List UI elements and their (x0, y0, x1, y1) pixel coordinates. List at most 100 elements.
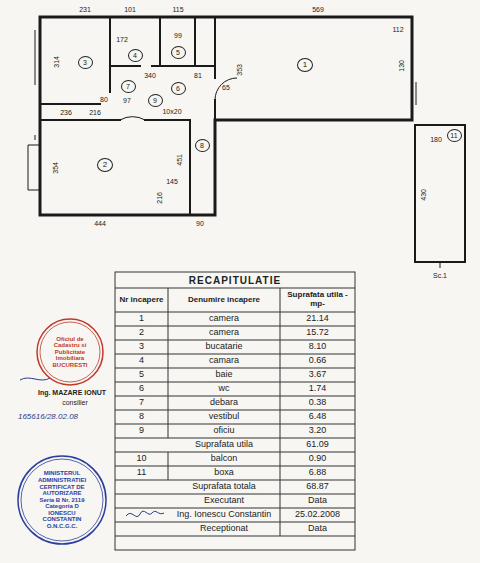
room-number: 7 (121, 80, 136, 93)
table-cell: Executant (204, 496, 244, 506)
table-cell: camara (209, 356, 239, 366)
dimension-label: 80 (100, 96, 108, 104)
table-cell: boxa (214, 468, 234, 478)
dimension-label: 101 (124, 6, 136, 14)
table-cell: vestibul (209, 412, 240, 422)
dimension-label: 115 (172, 6, 183, 14)
table-cell: 9 (139, 426, 144, 436)
table-cell: 25.02.2008 (295, 510, 340, 520)
stamp-text: Seria B Nr. 2119 (39, 497, 84, 504)
room-number: 6 (171, 82, 186, 95)
table-cell: camera (209, 328, 239, 338)
room-number: 9 (148, 94, 163, 107)
stamp: MINISTERUL ADMINISTRATIEICERTIFICAT DE A… (17, 455, 107, 545)
outer-wall (40, 17, 412, 215)
dimension-label: 354 (52, 162, 60, 174)
table-header: Denumire incapere (174, 296, 274, 305)
table-cell: oficiu (213, 426, 234, 436)
stamp-note: consilier (62, 399, 88, 407)
table-cell: 0.90 (309, 454, 327, 464)
dimension-label: 444 (94, 220, 106, 228)
dimension-label: 353 (236, 64, 244, 76)
table-cell: 1.74 (309, 384, 327, 394)
table-cell: Data (308, 496, 327, 506)
table-cell: 0.66 (309, 356, 327, 366)
table-cell: 6.88 (309, 468, 327, 478)
table-cell: bucatarie (205, 342, 242, 352)
dimension-label: 10x20 (162, 108, 181, 116)
table-cell: 8.10 (309, 342, 327, 352)
table-cell: 6 (139, 384, 144, 394)
leader-line (440, 262, 441, 268)
table-cell: Data (308, 524, 327, 534)
stamp: Oficiul de Cadastru si Publicitate Imobi… (36, 318, 104, 386)
dimension-label: 314 (53, 56, 61, 68)
table-cell: 10 (136, 454, 146, 464)
stamp-note: Ing. MAZARE IONUT (38, 389, 106, 397)
dimension-label: 430 (420, 189, 428, 201)
table-header: Suprafata utila -mp- (285, 291, 351, 309)
table-cell: Suprafata utila (195, 440, 253, 450)
stamp-text: Oficiul de Cadastru si Publicitate Imobi… (46, 336, 94, 362)
table-title: RECAPITULATIE (189, 275, 281, 286)
table-cell: 0.38 (309, 398, 327, 408)
signature (20, 378, 50, 380)
room-number: 4 (128, 49, 143, 62)
table-cell: baie (215, 370, 232, 380)
stamp-text: IONESCU CONSTANTIN (31, 510, 94, 523)
table-cell: 7 (139, 398, 144, 408)
table-cell: balcon (211, 454, 238, 464)
dimension-label: 97 (123, 97, 131, 105)
table-cell: 8 (139, 412, 144, 422)
dimension-label: 451 (176, 154, 184, 166)
dimension-label: 99 (174, 32, 182, 40)
room-number: 2 (97, 158, 113, 172)
table-cell: 21.14 (306, 314, 329, 324)
table-header: Nr incapere (118, 296, 166, 305)
table-cell: debara (210, 398, 238, 408)
table-cell: 5 (139, 370, 144, 380)
stamp-text: O.N.C.G.C. (47, 523, 78, 530)
stamp-text: CERTIFICAT DE AUTORIZARE (31, 484, 94, 497)
room-number: 11 (447, 129, 462, 142)
stamp-text: BUCURESTI (52, 362, 87, 369)
table-cell: 68.87 (306, 482, 329, 492)
table-cell: 6.48 (309, 412, 327, 422)
dimension-label: 236 (60, 109, 72, 117)
table-cell: 3.67 (309, 370, 327, 380)
dimension-label: 231 (79, 6, 91, 14)
door-swing (215, 78, 237, 100)
dimension-label: 180 (430, 136, 442, 144)
door-swing (120, 117, 145, 120)
dimension-label: 130 (398, 60, 406, 72)
table-cell: 1 (139, 314, 144, 324)
table-cell: Suprafata totala (192, 482, 256, 492)
stamp-text: MINISTERUL ADMINISTRATIEI (31, 470, 94, 483)
dimension-label: 569 (312, 6, 324, 14)
dimension-label: 65 (222, 84, 230, 92)
table-cell: Ing. Ionescu Constantin (177, 510, 272, 520)
dimension-label: 340 (144, 72, 156, 80)
room-number: 1 (297, 58, 313, 72)
dimension-label: Sc.1 (433, 272, 447, 280)
dimension-label: 90 (196, 220, 204, 228)
table-cell: 11 (137, 468, 146, 478)
table-cell: 61.09 (306, 440, 329, 450)
stamp-note: 165616/28.02.08 (18, 413, 78, 422)
dimension-label: 112 (392, 26, 403, 34)
table-cell: Receptionat (200, 524, 248, 534)
room-number: 8 (195, 139, 210, 152)
entrance (412, 82, 416, 105)
stamp-text: Categoria D (45, 503, 79, 510)
room-number: 5 (171, 46, 186, 59)
table-cell: 2 (139, 328, 144, 338)
dimension-label: 216 (156, 192, 164, 204)
table-grid (115, 272, 355, 550)
table-cell: 15.72 (306, 328, 329, 338)
dimension-label: 81 (194, 72, 202, 80)
inner-wall (40, 17, 215, 215)
table-cell: 3 (139, 342, 144, 352)
room-number: 3 (78, 56, 93, 69)
dimension-label: 172 (116, 36, 128, 44)
table-cell: wc (219, 384, 230, 394)
